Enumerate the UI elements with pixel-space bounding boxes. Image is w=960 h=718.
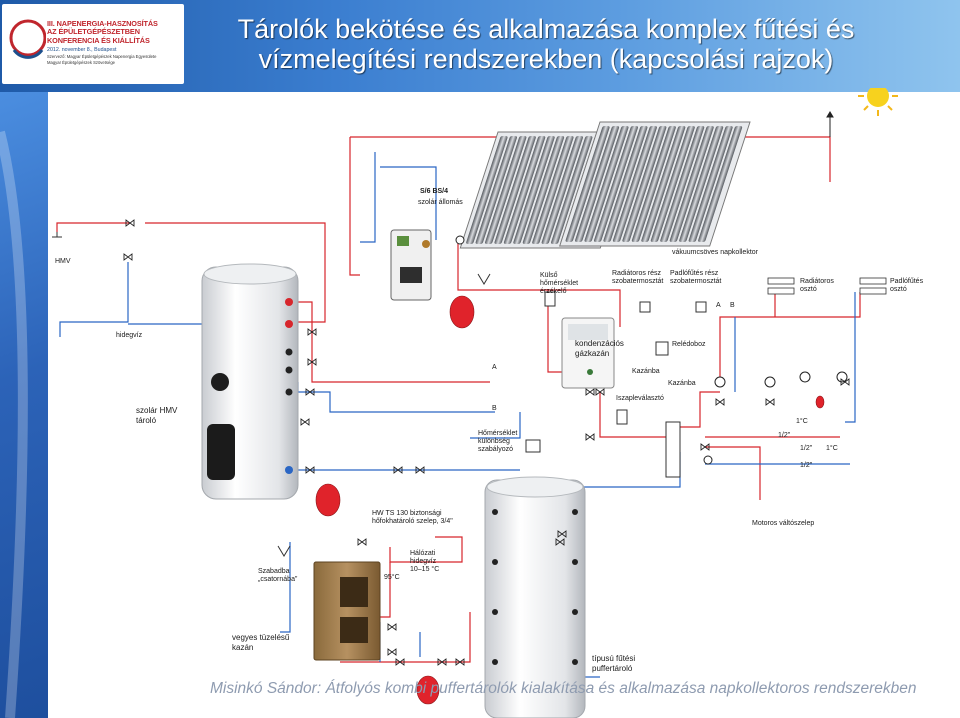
label-motorized-valve: Motoros váltószelep (752, 520, 815, 527)
page-title: Tárolók bekötése és alkalmazása komplex … (186, 14, 906, 74)
valve-icon (305, 466, 315, 474)
valve-icon (395, 658, 405, 666)
valve-icon (765, 398, 775, 406)
logo-line-1: III. NAPENERGIA-HASZNOSÍTÁS (47, 19, 158, 28)
valve-icon (585, 388, 595, 396)
valve-icon (300, 418, 310, 426)
outlet-funnel (277, 273, 491, 557)
schematic-diagram: HMV hidegvíz szolár HMV tároló S/6 BS/4 … (0, 92, 960, 718)
valve-icon (307, 328, 317, 336)
label-temperature-controller: Hőmérséklet különbség szabályozó (478, 430, 518, 454)
label-half-inch-3: 1/2" (800, 462, 813, 469)
valve-icon (455, 658, 465, 666)
label-to-boiler-1: Kazánba (632, 368, 660, 375)
valve-icon (393, 466, 403, 474)
label-floor-thermostat: Padlófűtés rész szobatermosztát (670, 270, 722, 286)
label-station-name: szolár állomás (418, 199, 463, 206)
label-half-inch-2: 1/2" (800, 445, 813, 452)
circulation-pumps (455, 235, 848, 465)
label-safety-valve: HW TS 130 biztonsági hőfokhatároló szele… (372, 510, 453, 526)
solid-fuel-boiler (313, 561, 381, 661)
label-A: A (492, 364, 497, 371)
label-95c: 95°C (384, 574, 400, 581)
label-sludge-separator: Iszapleválasztó (616, 395, 664, 402)
valves (123, 219, 850, 666)
control-boxes (525, 291, 707, 453)
valve-icon (715, 398, 725, 406)
distributors (767, 277, 887, 295)
sun-icon (858, 88, 898, 116)
label-B-top: B (730, 302, 735, 309)
red-pipes (56, 136, 861, 663)
valve-icon (840, 378, 850, 386)
logo-line-6: Magyar Épületgépészek Szövetsége (47, 59, 115, 65)
valve-icon (437, 658, 447, 666)
condensing-boiler (561, 317, 615, 389)
label-A-top: A (716, 302, 721, 309)
valve-icon (357, 538, 367, 546)
logo-line-4: 2012. november 8., Budapest (47, 47, 117, 54)
label-solid-fuel-boiler: vegyes tüzelésű kazán (232, 633, 290, 652)
valve-icon (307, 358, 317, 366)
logo-line-2: AZ ÉPÜLETGÉPÉSZETBEN (47, 27, 140, 37)
valve-icon (305, 388, 315, 396)
decorative-blue-strip (0, 92, 48, 718)
label-1c-a: 1°C (796, 418, 808, 425)
valve-icon (387, 623, 397, 631)
schematic-drawing (52, 111, 887, 718)
valve-icon (415, 466, 425, 474)
header-banner: III. NAPENERGIA-HASZNOSÍTÁS AZ ÉPÜLETGÉP… (0, 0, 960, 92)
valve-icon (700, 443, 710, 451)
hydraulic-separator (665, 421, 681, 478)
label-mains-coldwater: Hálózati hidegvíz 10–15 °C (410, 550, 440, 574)
footer-citation: Misinkó Sándor: Átfolyós kombi puffertár… (210, 680, 917, 697)
label-floor-distributor: Padlófűtés osztó (890, 278, 924, 294)
hmv-terminal (52, 232, 62, 238)
sun-logo-icon (9, 19, 46, 59)
label-buffer-tank: típusú fűtési puffertároló (592, 654, 636, 673)
valve-icon (555, 538, 565, 546)
valve-icon (123, 253, 133, 261)
valve-icon (125, 219, 135, 227)
solar-station (390, 229, 432, 301)
logo-line-5: Szervező: Magyar Épületgépészek Napenerg… (47, 54, 157, 60)
label-1c-b: 1°C (826, 445, 838, 452)
label-half-inch-1: 1/2" (778, 432, 791, 439)
label-collector: vákuumcsöves napkollektor (672, 249, 758, 256)
label-radiator-distributor: Radiátoros osztó (800, 278, 834, 294)
conference-logo: III. NAPENERGIA-HASZNOSÍTÁS AZ ÉPÜLETGÉP… (2, 4, 184, 84)
logo-line-3: KONFERENCIA ÉS KIÁLLÍTÁS (47, 35, 150, 45)
valve-icon (387, 648, 397, 656)
solar-hmv-tank (201, 263, 299, 500)
label-hmv: HMV (55, 258, 71, 265)
title-line-1: Tárolók bekötése és alkalmazása komplex … (237, 14, 855, 44)
label-to-boiler-2: Kazánba (668, 380, 696, 387)
label-to-drain: Szabadba „csatornába” (258, 568, 298, 584)
label-hidegviz: hidegvíz (116, 332, 143, 339)
label-station-code: S/6 BS/4 (420, 188, 449, 195)
label-B: B (492, 405, 497, 412)
valve-icon (595, 388, 605, 396)
valve-icon (557, 530, 567, 538)
buffer-tank (484, 476, 586, 718)
label-outdoor-sensor: Külső hőmérséklet érzékelő (540, 272, 579, 296)
blue-pipes (59, 152, 856, 678)
label-radiator-thermostat: Radiátoros rész szobatermosztát (612, 270, 664, 286)
roof-mast (826, 111, 834, 137)
expansion-tanks (315, 295, 825, 705)
label-solar-tank: szolár HMV tároló (136, 406, 178, 425)
vacuum-tube-collector (459, 121, 751, 249)
title-line-2: vízmelegítési rendszerekben (kapcsolási … (258, 44, 834, 74)
label-relay-box: Relédoboz (672, 341, 706, 348)
label-condensing-boiler: kondenzációs gázkazán (575, 339, 624, 358)
valve-icon (585, 433, 595, 441)
